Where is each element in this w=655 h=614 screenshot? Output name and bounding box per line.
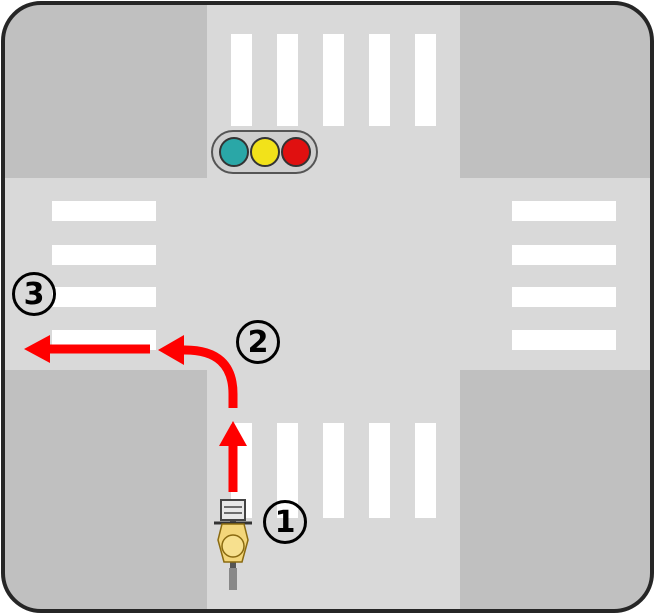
step-label-3: 3 bbox=[12, 272, 56, 316]
corner-block-top-left bbox=[3, 3, 207, 178]
signal-yellow-lamp bbox=[250, 137, 280, 167]
arrow-step-1-head bbox=[219, 421, 247, 446]
signal-red-lamp bbox=[281, 137, 311, 167]
arrow-step-2-head bbox=[158, 335, 184, 365]
step-label-2: 2 bbox=[236, 320, 280, 364]
step-label-3-text: 3 bbox=[23, 276, 45, 312]
arrow-step-3-head bbox=[24, 335, 50, 363]
crosswalk-right bbox=[512, 201, 616, 350]
bicycle-rider-icon bbox=[214, 499, 252, 590]
step-label-2-text: 2 bbox=[247, 324, 269, 360]
path-arrows bbox=[24, 335, 247, 492]
traffic-light-icon bbox=[211, 130, 318, 174]
signal-green-lamp bbox=[219, 137, 249, 167]
corner-block-bottom-right bbox=[460, 370, 652, 611]
crosswalk-bottom bbox=[231, 423, 436, 518]
step-label-1: 1 bbox=[263, 500, 307, 544]
corner-block-top-right bbox=[460, 3, 652, 178]
crosswalk-top bbox=[231, 34, 436, 126]
step-label-1-text: 1 bbox=[274, 504, 296, 540]
corner-block-bottom-left bbox=[3, 370, 207, 611]
arrow-step-2-curve bbox=[184, 345, 238, 408]
